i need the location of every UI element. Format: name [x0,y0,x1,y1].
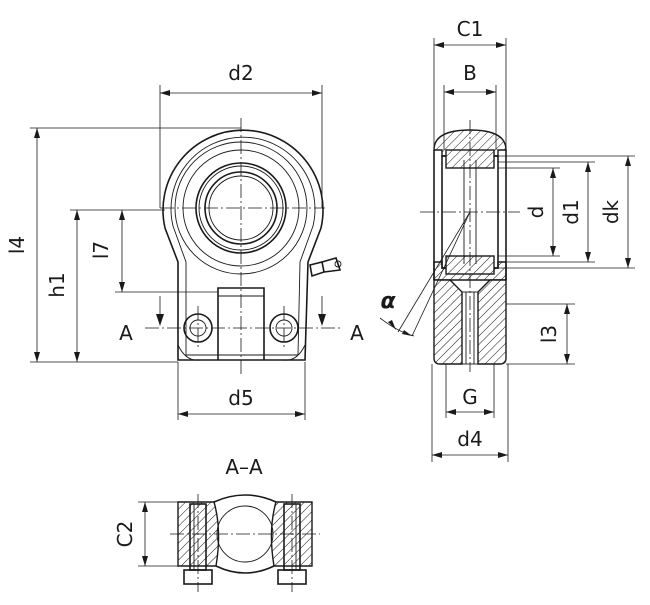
shank-right [477,279,507,365]
dim-h1: h1 [45,209,165,362]
dim-d2: d2 [159,61,323,208]
section-a-a-view: A–A [170,455,320,592]
housing-inner-outline [170,136,316,356]
grease-nipple [309,257,342,278]
d2-label: d2 [228,61,253,85]
dk-label: dk [599,199,623,224]
dim-dk: dk [498,155,635,269]
section-marker-right: A [318,296,364,345]
l3-label: l3 [537,325,561,343]
alpha-label: α [380,289,396,314]
section-title: A–A [225,455,263,479]
front-view [145,118,342,375]
dim-d1: d1 [498,161,595,263]
c2-label: C2 [113,521,137,548]
dim-l4: l4 [5,127,241,363]
section-bottom-arc [215,565,275,574]
c1-label: C1 [457,17,484,41]
l7-label: l7 [89,241,113,259]
dim-d: d [498,167,560,257]
l4-label: l4 [5,236,29,254]
b-label: B [463,61,477,85]
dim-d5: d5 [177,362,306,420]
g-label: G [462,385,478,409]
dim-d4: d4 [431,364,509,462]
side-view [420,120,520,372]
fillet-right [282,344,306,361]
section-top-arc [213,494,277,503]
d4-label: d4 [457,427,482,451]
dim-l7: l7 [89,210,218,293]
section-marker-left: A [119,296,164,345]
fillet-left [177,344,201,361]
dim-g: G [445,364,495,418]
neck [217,287,265,360]
section-a-right-label: A [350,321,364,345]
d1-label: d1 [559,199,583,224]
dim-alpha: α [379,211,471,337]
shank-left [433,279,463,365]
d5-label: d5 [228,386,253,410]
dim-c2: C2 [113,501,178,567]
section-a-left-label: A [119,321,133,345]
housing-outline [162,129,324,361]
dim-b: B [443,61,497,150]
h1-label: h1 [45,272,69,297]
dim-c1: C1 [433,17,507,150]
d-label: d [524,206,548,219]
dim-l3: l3 [506,303,575,365]
